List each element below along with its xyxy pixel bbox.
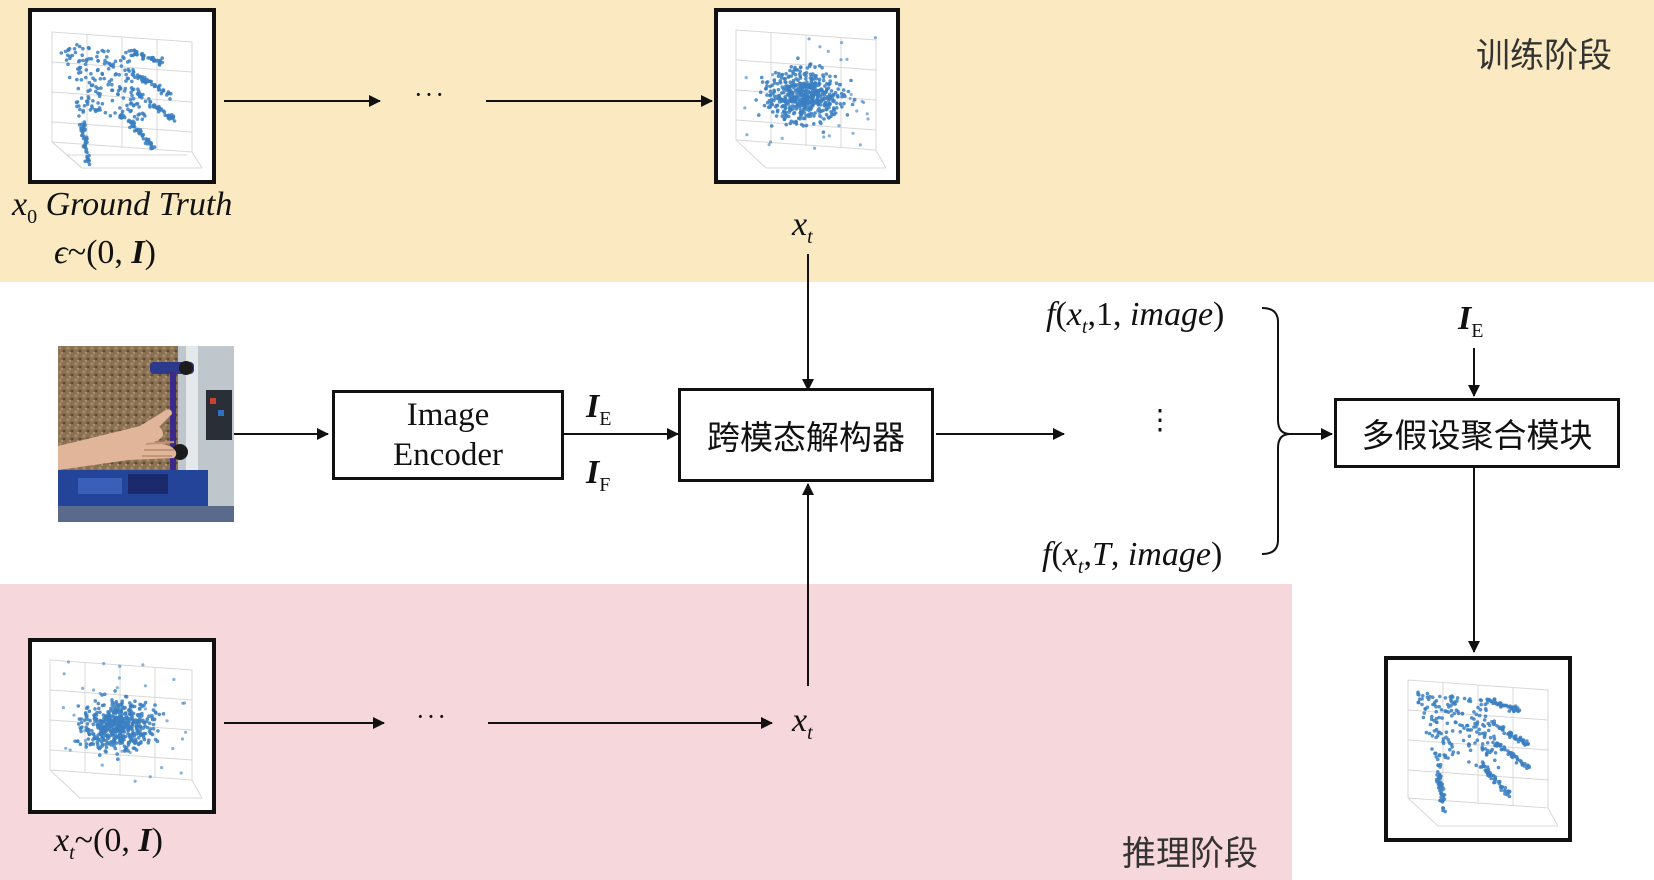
aggregator-ie-label: IE bbox=[1458, 300, 1483, 343]
output-f1-image: image bbox=[1129, 296, 1214, 333]
output-f1-x: x bbox=[1066, 296, 1082, 333]
feature-if-sub: F bbox=[599, 474, 611, 496]
aggregator-ie-var: I bbox=[1458, 300, 1472, 337]
train-xt-var: x bbox=[792, 206, 808, 243]
output-ft-open: ( bbox=[1051, 536, 1063, 573]
output-f1-label: f(xt,1, image) bbox=[1046, 296, 1224, 339]
encoder-line1: Image bbox=[406, 397, 490, 433]
infer-ellipsis: ··· bbox=[416, 702, 448, 731]
hand-pointcloud-icon bbox=[1407, 679, 1558, 827]
noise-rest: ~(0, bbox=[67, 234, 132, 271]
feature-if-var: I bbox=[586, 454, 600, 491]
aggregator-ie-sub: E bbox=[1471, 320, 1484, 342]
infer-noise-sub: t bbox=[69, 842, 75, 864]
noise-identity: I bbox=[131, 234, 145, 271]
output-f1-mid: ,1, bbox=[1087, 296, 1130, 333]
cross-modal-decoder-block: 跨模态解构器 bbox=[678, 388, 934, 482]
infer-noise-identity: I bbox=[138, 822, 152, 859]
hand-pointcloud-icon bbox=[51, 31, 202, 169]
input-photo bbox=[58, 346, 234, 522]
gt-sub: 0 bbox=[27, 206, 38, 228]
train-xt-label: xt bbox=[792, 206, 813, 249]
output-ft-close: ) bbox=[1210, 536, 1223, 573]
feature-ie-var: I bbox=[586, 388, 600, 425]
hand-photo-icon bbox=[58, 346, 234, 522]
infer-noise-var: x bbox=[54, 822, 70, 859]
noise-eps: ϵ bbox=[54, 234, 68, 271]
output-ft-T: T bbox=[1091, 536, 1111, 573]
output-f1-open: ( bbox=[1055, 296, 1067, 333]
output-ft-x: x bbox=[1062, 536, 1078, 573]
result-pointcloud-frame bbox=[1384, 656, 1572, 842]
noise-close: ) bbox=[144, 234, 156, 271]
output-ft-mid: , bbox=[1110, 536, 1128, 573]
noise-caption: ϵ~(0, I) bbox=[54, 234, 156, 272]
multi-hypothesis-aggregation-block: 多假设聚合模块 bbox=[1334, 398, 1620, 468]
encoder-line2: Encoder bbox=[393, 437, 503, 473]
output-f1-close: ) bbox=[1213, 296, 1225, 333]
initial-noise-caption: xt~(0, I) bbox=[54, 822, 163, 865]
inference-stage-label: 推理阶段 bbox=[1122, 834, 1258, 874]
train-ellipsis: ··· bbox=[414, 80, 446, 109]
noise-pointcloud-icon bbox=[735, 29, 886, 169]
feature-if-label: IF bbox=[586, 454, 610, 497]
output-vdots: ⋮ bbox=[1146, 405, 1174, 436]
output-ft-label: f(xt,T, image) bbox=[1042, 536, 1222, 579]
feature-ie-label: IE bbox=[586, 388, 611, 431]
initial-noise-frame bbox=[28, 638, 216, 814]
train-xt-sub: t bbox=[807, 226, 813, 248]
output-brace bbox=[1261, 307, 1291, 555]
output-f1-sub: t bbox=[1081, 316, 1088, 338]
infer-noise-rest: ~(0, bbox=[74, 822, 139, 859]
infer-xt-sub: t bbox=[807, 722, 813, 744]
infer-noise-close: ) bbox=[151, 822, 163, 859]
image-encoder-block: Image Encoder bbox=[332, 390, 564, 480]
output-ft-image: image bbox=[1127, 536, 1211, 573]
ground-truth-frame bbox=[28, 8, 216, 184]
gt-var: x bbox=[12, 186, 28, 223]
infer-xt-var: x bbox=[792, 702, 808, 739]
gt-text: Ground Truth bbox=[37, 186, 233, 223]
output-ft-sub: t bbox=[1077, 556, 1084, 578]
noise-pointcloud-icon bbox=[49, 659, 202, 799]
output-ft-comma: , bbox=[1083, 536, 1092, 573]
output-ft-fn: f bbox=[1042, 536, 1052, 573]
ground-truth-caption: x0 Ground Truth bbox=[12, 186, 232, 229]
output-f1-fn: f bbox=[1046, 296, 1056, 333]
infer-xt-label: xt bbox=[792, 702, 813, 745]
training-stage-label: 训练阶段 bbox=[1476, 36, 1612, 76]
noised-sample-frame bbox=[714, 8, 900, 184]
feature-ie-sub: E bbox=[599, 408, 612, 430]
